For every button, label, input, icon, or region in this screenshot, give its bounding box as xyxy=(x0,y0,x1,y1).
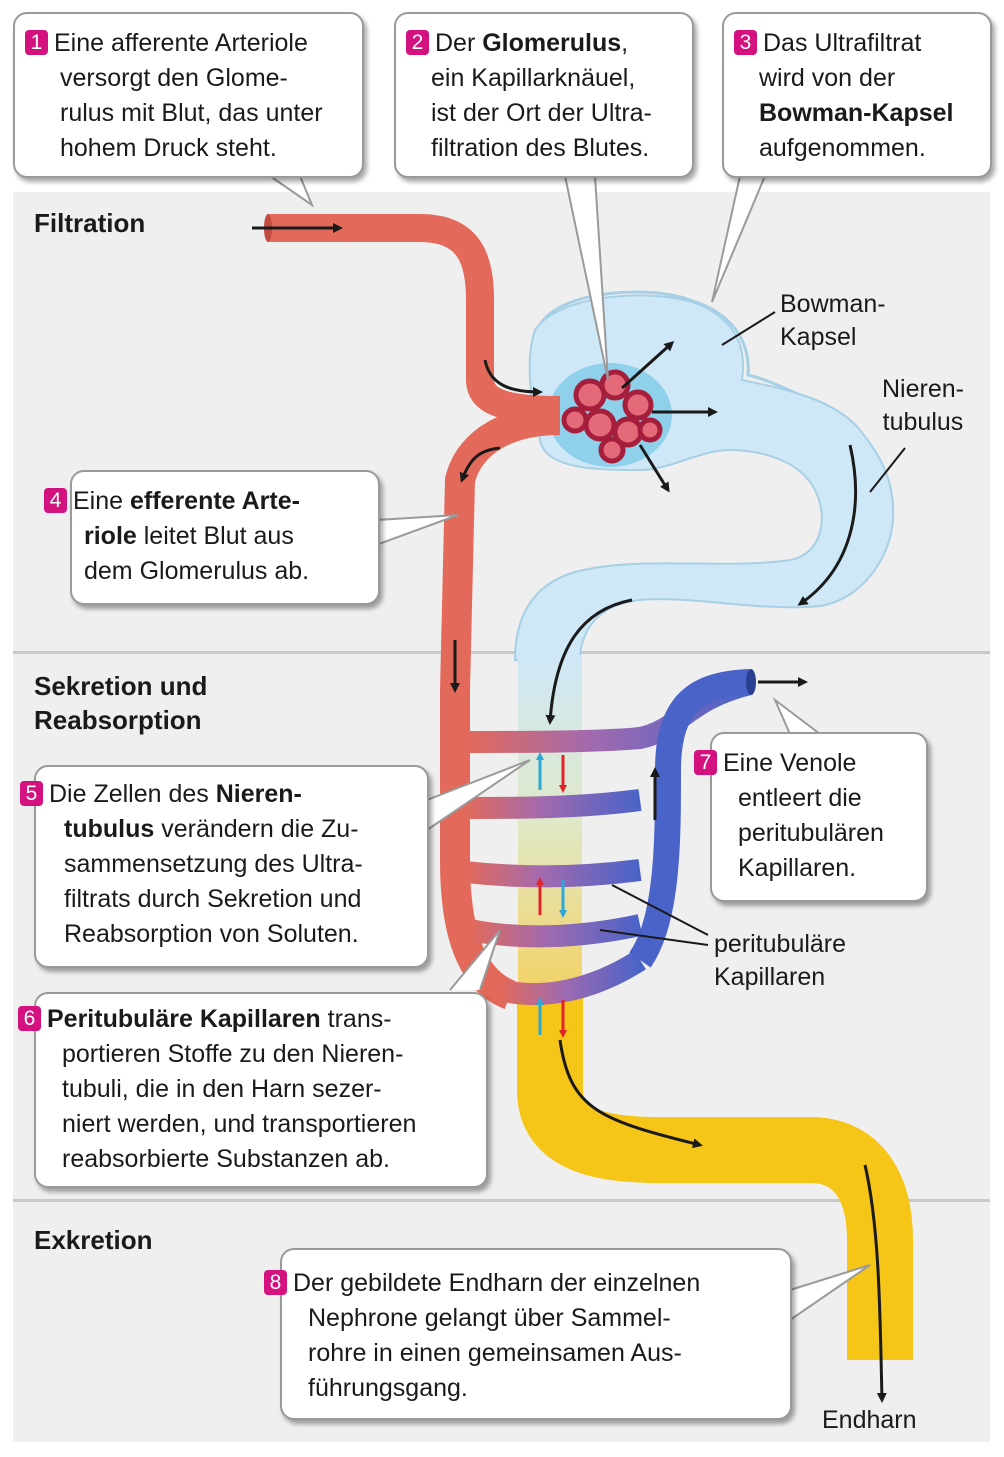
callout-7-line2: entleert die xyxy=(738,784,862,812)
callout-8-line4: führungsgang. xyxy=(308,1374,468,1402)
peritubular-capillaries xyxy=(463,673,753,1005)
section-title-secretion-line2: Reabsorption xyxy=(34,705,202,735)
label-bowman-capsule: Bowman- Kapsel xyxy=(780,288,886,354)
section-title-filtration: Filtration xyxy=(34,208,146,238)
callout-3-line3: Bowman-Kapsel xyxy=(734,96,980,131)
callout-badge: 7 xyxy=(694,750,717,775)
callout-6-line3: tubuli, die in den Harn sezer- xyxy=(62,1075,382,1103)
callout-4-text: leitet Blut aus xyxy=(136,522,294,550)
callout-badge: 5 xyxy=(20,781,43,806)
callout-badge: 1 xyxy=(25,30,48,55)
callout-5-bold: tubulus xyxy=(64,815,155,843)
venule xyxy=(629,669,751,968)
exchange-arrows xyxy=(536,752,567,1038)
callout-badge: 8 xyxy=(264,1270,287,1295)
label-peritubular-capillaries: peritubuläre Kapillaren xyxy=(714,928,846,994)
callout-8-text: Der gebildete Endharn der einzelnen xyxy=(293,1269,701,1297)
callout-1-text: Eine afferente Arteriole xyxy=(54,29,308,57)
callout-3-text: Das Ultrafiltrat xyxy=(763,29,922,57)
label-tubulus-line1: Nieren- xyxy=(882,375,964,403)
callout-4-bold: riole xyxy=(84,522,137,550)
section-title-secretion: Sekretion und Reabsorption xyxy=(34,669,207,737)
callout-2-text: , xyxy=(621,29,629,57)
callout-3-line4: aufgenommen. xyxy=(759,134,926,162)
callout-2-bold: Glomerulus xyxy=(482,29,622,57)
callout-6-bold: Peritubuläre Kapillaren xyxy=(47,1005,321,1033)
callout-badge: 2 xyxy=(406,30,429,55)
section-title-secretion-line1: Sekretion und xyxy=(34,671,208,701)
callout-6-line2: portieren Stoffe zu den Nieren- xyxy=(62,1040,404,1068)
callout-8-line3: rohre in einen gemeinsamen Aus- xyxy=(308,1339,682,1367)
callout-8-line2: Nephrone gelangt über Sammel- xyxy=(308,1304,671,1332)
callout-4-line3: dem Glomerulus ab. xyxy=(84,557,310,585)
callout-5-line2: tubulus verändern die Zu- xyxy=(64,812,417,847)
band-divider xyxy=(13,1199,990,1202)
callout-4-text: Eine xyxy=(73,487,130,515)
leader-lines xyxy=(599,311,906,946)
callout-5-line3: sammensetzung des Ultra- xyxy=(64,850,363,878)
flow-arrows xyxy=(252,223,887,1403)
callout-5-line5: Reabsorption von Soluten. xyxy=(64,920,359,948)
callout-badge: 3 xyxy=(734,30,757,55)
afferent-arteriole xyxy=(268,214,561,424)
callout-6-line4: niert werden, und transportieren xyxy=(62,1110,417,1138)
glomerulus-knot xyxy=(561,369,663,464)
callout-1-line4: hohem Druck steht. xyxy=(60,134,277,162)
section-title-excretion: Exkretion xyxy=(34,1225,153,1255)
band-divider xyxy=(13,651,990,654)
callout-3-line2: wird von der xyxy=(759,64,896,92)
callout-7-line4: Kapillaren. xyxy=(738,854,857,882)
urine-duct xyxy=(517,985,913,1360)
label-bowman-line1: Bowman- xyxy=(780,290,886,318)
callout-6-text: trans- xyxy=(320,1005,392,1033)
label-peri-line1: peritubuläre xyxy=(714,930,847,958)
callout-3-bold: Bowman-Kapsel xyxy=(759,99,954,127)
callout-5-bold: Nieren- xyxy=(215,780,302,808)
callout-7-text: Eine Venole xyxy=(723,749,857,777)
callout-1-line2: versorgt den Glome- xyxy=(60,64,288,92)
label-peri-line2: Kapillaren xyxy=(714,963,826,991)
label-nephron-tubule: Nieren- tubulus xyxy=(882,373,964,439)
callout-5-text: verändern die Zu- xyxy=(154,815,359,843)
callout-7-line3: peritubulären xyxy=(738,819,884,847)
callout-2-text: Der xyxy=(435,29,483,57)
callout-5-text: Die Zellen des xyxy=(49,780,216,808)
callout-tails xyxy=(269,175,871,1321)
callout-4-bold: efferente Arte- xyxy=(129,487,300,515)
callout-5-line4: filtrats durch Sekretion und xyxy=(64,885,362,913)
callout-badge: 6 xyxy=(18,1006,41,1031)
label-endharn: Endharn xyxy=(822,1406,917,1434)
callout-2-line2: ein Kapillarknäuel, xyxy=(431,64,636,92)
callout-1-line3: rulus mit Blut, das unter xyxy=(60,99,323,127)
label-bowman-line2: Kapsel xyxy=(780,323,857,351)
callout-2-line3: ist der Ort der Ultra- xyxy=(431,99,652,127)
callout-2-line4: filtration des Blutes. xyxy=(431,134,650,162)
callout-4-line2: riole leitet Blut aus xyxy=(84,519,368,554)
callout-badge: 4 xyxy=(44,488,67,513)
callout-6-line5: reabsorbierte Substanzen ab. xyxy=(62,1145,390,1173)
label-tubulus-line2: tubulus xyxy=(882,408,964,436)
